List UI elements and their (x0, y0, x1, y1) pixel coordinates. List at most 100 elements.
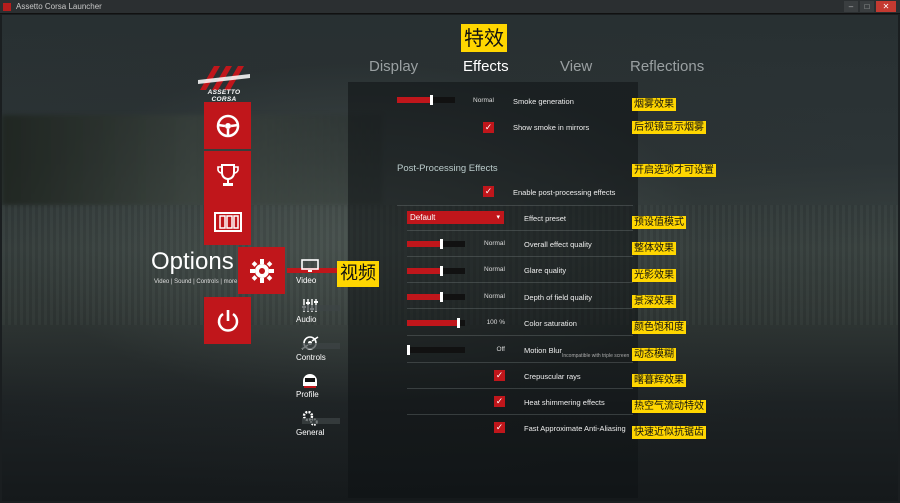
dof-quality-label: Depth of field quality (524, 293, 592, 302)
slider-knob[interactable] (429, 95, 433, 105)
annotation-crepuscular: 曙暮辉效果 (632, 374, 686, 387)
smoke-generation-slider[interactable] (397, 95, 455, 105)
drive-tile[interactable] (204, 102, 251, 149)
annotation-video: 视频 (337, 261, 379, 287)
divider (407, 282, 633, 283)
film-icon (213, 211, 242, 232)
sub-item-audio-label: Audio (296, 315, 317, 324)
tab-effects[interactable]: Effects (463, 58, 509, 75)
effect-preset-value: Default (410, 213, 436, 222)
sub-item-video-label: Video (296, 276, 317, 285)
divider (407, 335, 633, 336)
color-saturation-value: 100 % (486, 319, 505, 326)
annotation-preset: 预设值模式 (632, 216, 686, 229)
annotation-saturation: 颜色饱和度 (632, 321, 686, 334)
smoke-generation-value: Normal (473, 97, 494, 104)
sub-item-general-label: General (296, 428, 325, 437)
effect-preset-select[interactable]: Default ▾ (407, 211, 504, 224)
smoke-generation-label: Smoke generation (513, 97, 574, 106)
motion-blur-value: Off (496, 346, 505, 353)
slider-knob[interactable] (457, 318, 461, 328)
window-title: Assetto Corsa Launcher (16, 2, 102, 11)
crepuscular-checkbox[interactable]: ✓ (494, 370, 505, 381)
fxaa-label: Fast Approximate Anti-Aliasing (524, 424, 626, 433)
annotation-mirrors: 后视镜显示烟雾 (632, 121, 706, 134)
sub-item-controls-label: Controls (296, 353, 326, 362)
motion-blur-slider[interactable] (407, 345, 465, 355)
pp-enable-checkbox[interactable]: ✓ (483, 186, 494, 197)
sub-item-bar (302, 418, 340, 424)
annotation-effects-tab: 特效 (461, 24, 507, 52)
sub-item-general[interactable]: General (296, 409, 340, 437)
post-processing-title: Post-Processing Effects (397, 163, 498, 174)
assetto-corsa-logo (198, 66, 250, 90)
smoke-mirrors-checkbox[interactable]: ✓ (483, 122, 494, 133)
glare-quality-label: Glare quality (524, 266, 567, 275)
smoke-mirrors-label: Show smoke in mirrors (513, 123, 590, 132)
slider-knob[interactable] (439, 239, 443, 249)
exit-tile[interactable] (204, 297, 251, 344)
options-title: Options (151, 248, 234, 275)
glare-quality-slider[interactable] (407, 266, 465, 276)
dof-quality-value: Normal (484, 293, 505, 300)
annotation-smoke: 烟雾效果 (632, 98, 676, 111)
career-tile[interactable] (204, 151, 251, 198)
divider (397, 205, 633, 206)
divider (407, 362, 633, 363)
settings-panel (348, 82, 638, 498)
slider-knob[interactable] (439, 292, 443, 302)
divider (407, 256, 633, 257)
power-icon (217, 309, 238, 332)
tab-reflections[interactable]: Reflections (630, 58, 705, 75)
motion-blur-note: Incompatible with triple screen (562, 353, 630, 359)
helmet-icon (300, 370, 320, 388)
sub-item-profile-label: Profile (296, 390, 319, 399)
annotation-overall: 整体效果 (632, 242, 676, 255)
sub-item-bar (302, 305, 340, 311)
monitor-icon (300, 257, 320, 275)
window-titlebar: Assetto Corsa Launcher – □ ✕ (0, 0, 900, 14)
color-saturation-label: Color saturation (524, 319, 577, 328)
chevron-down-icon: ▾ (496, 214, 500, 221)
annotation-fxaa: 快速近似抗锯齿 (632, 426, 706, 439)
fxaa-checkbox[interactable]: ✓ (494, 422, 505, 433)
motion-blur-label: Motion Blur (524, 346, 562, 355)
sub-item-audio[interactable]: Audio (296, 296, 340, 324)
slider-fill (407, 241, 442, 247)
app-icon (3, 3, 11, 11)
slider-knob[interactable] (407, 345, 410, 355)
options-subtitle: Video | Sound | Controls | more (154, 279, 238, 285)
slider-fill (397, 97, 432, 103)
options-tile[interactable] (238, 247, 285, 294)
color-saturation-slider[interactable] (407, 318, 465, 328)
divider (407, 388, 633, 389)
annotation-glare: 光影效果 (632, 269, 676, 282)
divider (407, 230, 633, 231)
dof-quality-slider[interactable] (407, 292, 465, 302)
annotation-dof: 景深效果 (632, 295, 676, 308)
background-trees (2, 115, 382, 205)
maximize-button[interactable]: □ (860, 1, 874, 12)
minimize-button[interactable]: – (844, 1, 858, 12)
heat-shimmer-checkbox[interactable]: ✓ (494, 396, 505, 407)
gear-icon (249, 258, 274, 283)
heat-shimmer-label: Heat shimmering effects (524, 398, 605, 407)
tab-view[interactable]: View (560, 58, 593, 75)
slider-fill (407, 320, 460, 326)
tab-display[interactable]: Display (369, 58, 419, 75)
overall-quality-slider[interactable] (407, 239, 465, 249)
overall-quality-value: Normal (484, 240, 505, 247)
sub-item-video[interactable]: Video (296, 257, 340, 285)
slider-fill (407, 268, 442, 274)
sub-item-profile[interactable]: Profile (296, 370, 340, 399)
pp-enable-label: Enable post-processing effects (513, 188, 616, 197)
overall-quality-label: Overall effect quality (524, 240, 592, 249)
steering-wheel-icon (216, 114, 239, 137)
sub-item-bar (302, 343, 340, 349)
replay-tile[interactable] (204, 198, 251, 245)
glare-quality-value: Normal (484, 266, 505, 273)
slider-knob[interactable] (439, 266, 443, 276)
close-button[interactable]: ✕ (876, 1, 896, 12)
sub-item-controls[interactable]: Controls (296, 334, 340, 362)
annotation-pp: 开启选项才可设置 (632, 164, 716, 177)
